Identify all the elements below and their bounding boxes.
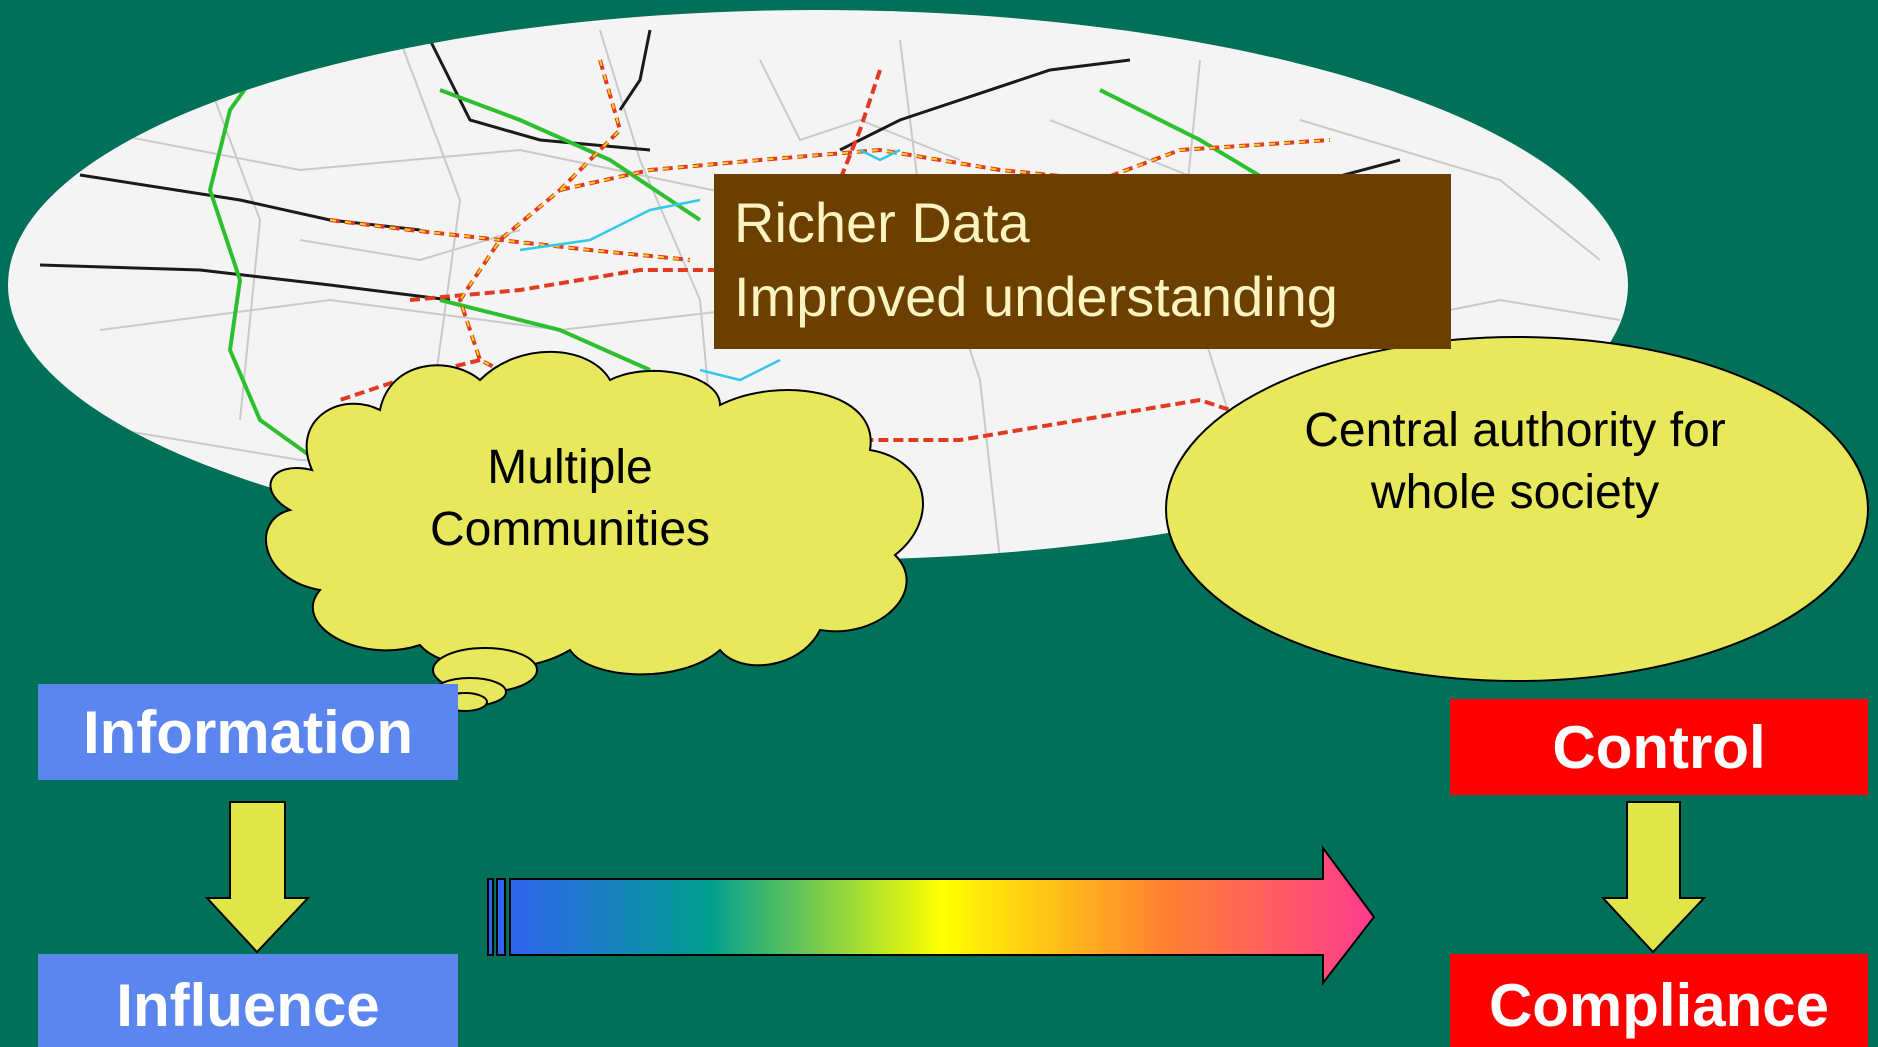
compliance-box: Compliance [1450,954,1868,1047]
cloud-text: Multiple Communities [380,437,760,561]
spectrum-arrow [487,844,1376,986]
cloud-line-1: Multiple [487,441,653,494]
banner-line-1: Richer Data [734,191,1030,254]
left-down-arrow [204,801,311,954]
authority-line-1: Central authority for [1304,404,1726,457]
central-authority-bubble [1165,336,1869,682]
cloud-line-2: Communities [429,503,711,556]
information-box: Information [38,684,458,780]
control-box: Control [1450,699,1868,795]
influence-box: Influence [38,954,458,1047]
authority-line-2: whole society [1370,466,1660,519]
authority-text: Central authority for whole society [1230,400,1800,524]
right-down-arrow [1600,801,1707,954]
richer-data-banner: Richer Data Improved understanding [714,174,1451,349]
information-label: Information [83,698,413,766]
influence-label: Influence [116,972,380,1039]
banner-line-2: Improved understanding [734,265,1338,328]
control-label: Control [1552,713,1766,781]
compliance-label: Compliance [1488,972,1830,1039]
